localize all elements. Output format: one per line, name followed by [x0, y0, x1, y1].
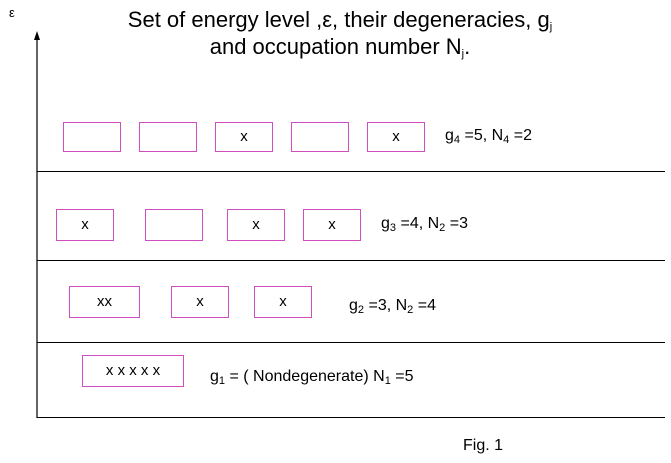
state-box: x — [56, 209, 114, 241]
state-box — [291, 122, 349, 152]
state-box: x — [254, 286, 312, 318]
g-sub: 2 — [357, 304, 365, 316]
n-sub: 4 — [503, 134, 510, 146]
level-line-4 — [37, 171, 665, 172]
g-sub: 4 — [453, 134, 461, 146]
level-line-2 — [37, 342, 665, 343]
g-sub: 1 — [218, 375, 226, 387]
state-box: xx — [69, 286, 140, 318]
g-sub: 3 — [389, 222, 397, 234]
figure-caption: Fig. 1 — [463, 437, 504, 454]
title-sub: j — [461, 48, 465, 60]
level-2-label: g2 =3, N2 =4 — [349, 297, 436, 316]
n-sub: 1 — [384, 375, 391, 387]
n-sub: 2 — [439, 222, 446, 234]
title-sub: j — [549, 21, 553, 33]
title-line-2: and occupation number Nj. — [0, 34, 671, 60]
state-box: x — [215, 122, 273, 152]
state-box: x x x x x — [82, 355, 184, 387]
epsilon-axis-label: ε — [9, 5, 15, 20]
state-box: x — [367, 122, 425, 152]
n-text: =3 — [445, 215, 468, 232]
g-text: =5, N — [460, 127, 504, 144]
title-text: Set of energy level ,ε, their degeneraci… — [127, 7, 550, 32]
state-box: x — [227, 209, 285, 241]
state-box — [145, 209, 203, 241]
n-text: =2 — [509, 127, 532, 144]
g-text: = ( Nondegenerate) N — [225, 368, 385, 385]
n-sub: 2 — [407, 304, 414, 316]
g-text: =4, N — [396, 215, 440, 232]
title-line-1: Set of energy level ,ε, their degeneraci… — [0, 7, 671, 33]
n-text: =4 — [413, 297, 436, 314]
level-line-3 — [37, 260, 665, 261]
state-box — [63, 122, 121, 152]
baseline — [37, 417, 665, 418]
state-box: x — [171, 286, 229, 318]
level-4-label: g4 =5, N4 =2 — [445, 127, 532, 146]
n-text: =5 — [390, 368, 414, 385]
g-text: =3, N — [364, 297, 408, 314]
title-text: and occupation number N — [209, 34, 462, 59]
level-3-label: g3 =4, N2 =3 — [381, 215, 468, 234]
level-1-label: g1 = ( Nondegenerate) N1 =5 — [210, 368, 414, 387]
title-text: . — [464, 34, 471, 59]
state-box — [139, 122, 197, 152]
state-box: x — [303, 209, 361, 241]
